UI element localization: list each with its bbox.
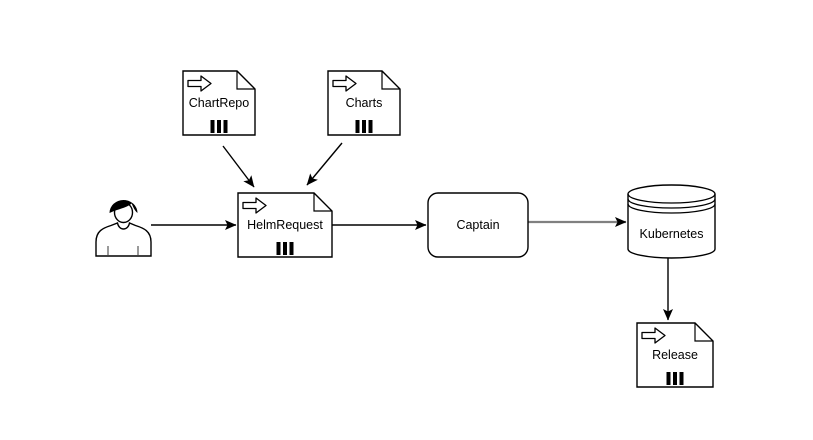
cylinder-top-rim — [627, 193, 716, 204]
node-captain: Captain — [427, 192, 529, 258]
folded-corner-icon — [313, 193, 332, 212]
folded-corner-icon — [381, 71, 400, 90]
node-kubernetes: Kubernetes — [627, 184, 716, 259]
right-block-arrow-icon — [242, 197, 267, 214]
edges-layer — [151, 142, 673, 321]
node-helmrequest: HelmRequest — [237, 192, 333, 258]
node-chartrepo: ChartRepo — [182, 70, 256, 136]
helmrequest-label: HelmRequest — [247, 218, 323, 232]
triple-bars-icon — [666, 372, 684, 385]
folded-corner-icon — [694, 323, 713, 342]
node-release: Release — [636, 322, 714, 388]
folded-corner-icon — [236, 71, 255, 90]
right-block-arrow-icon — [187, 75, 212, 92]
cylinder-rim-line-1 — [627, 198, 716, 209]
right-block-arrow-icon — [332, 75, 357, 92]
charts-label: Charts — [346, 96, 383, 110]
cylinder-rim-line-2 — [627, 203, 716, 214]
node-actor — [95, 200, 152, 257]
edge-chartrepo-to-helmrequest — [222, 145, 255, 188]
edge-charts-to-helmrequest — [306, 142, 343, 186]
triple-bars-icon — [355, 120, 373, 133]
triple-bars-icon — [276, 242, 294, 255]
release-label: Release — [652, 348, 698, 362]
captain-label: Captain — [456, 218, 499, 232]
triple-bars-icon — [210, 120, 228, 133]
right-block-arrow-icon — [641, 327, 666, 344]
actor-torso — [95, 222, 152, 257]
captain-outline — [427, 192, 529, 258]
actor-hair-icon — [109, 200, 138, 213]
kubernetes-cylinder-body — [627, 184, 716, 259]
kubernetes-label: Kubernetes — [640, 227, 704, 241]
node-charts: Charts — [327, 70, 401, 136]
chartrepo-label: ChartRepo — [189, 96, 249, 110]
